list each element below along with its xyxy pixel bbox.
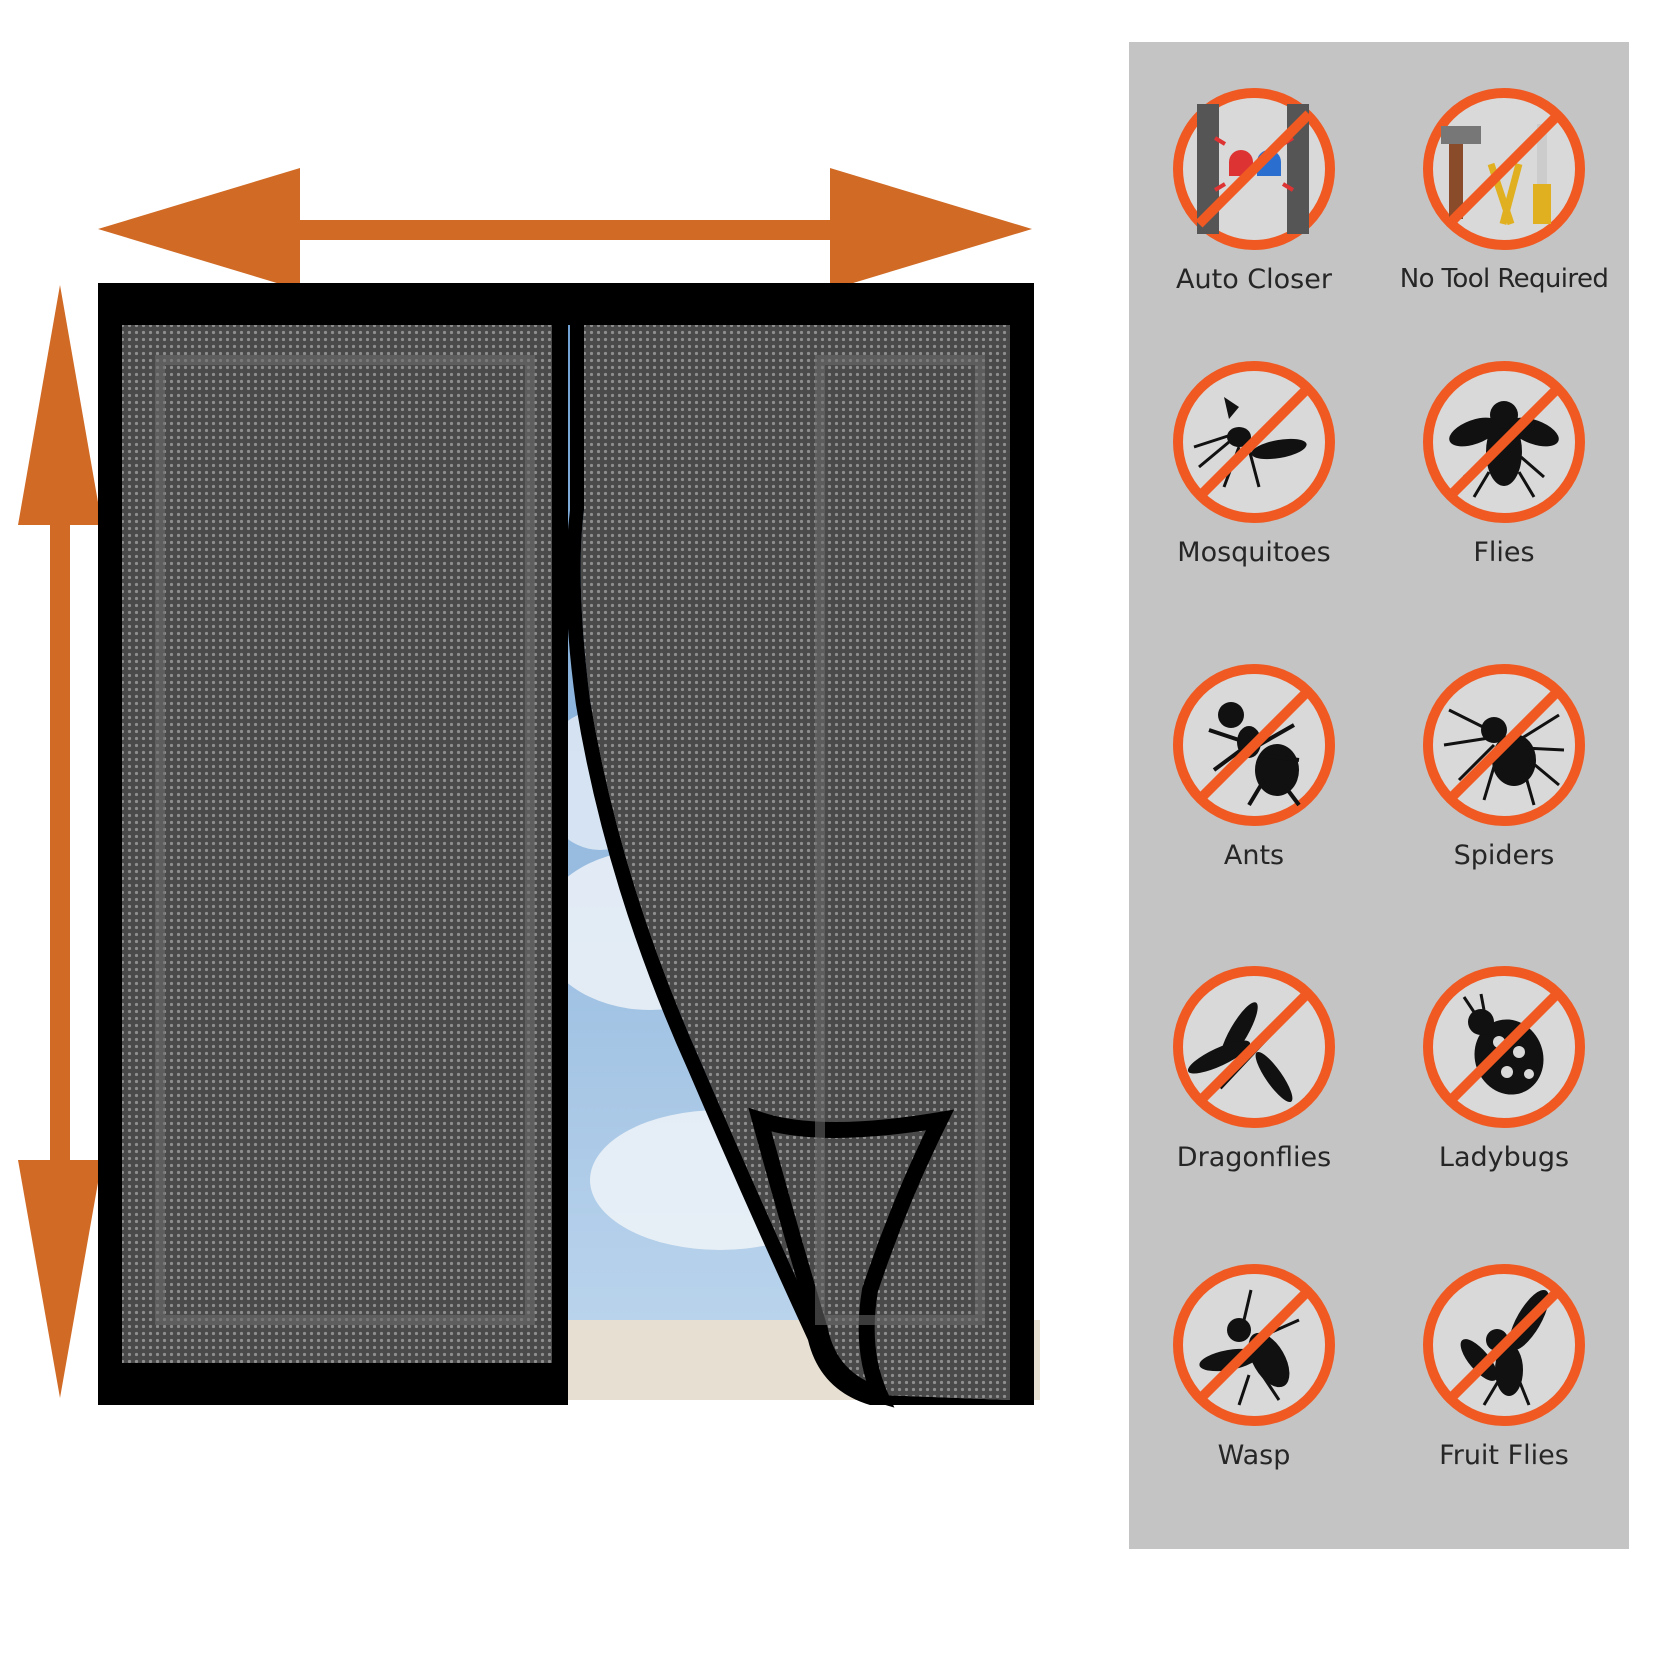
feature-auto-closer: Auto Closer xyxy=(1129,84,1379,295)
curled-flap xyxy=(748,1107,955,1408)
width-arrow xyxy=(98,168,1032,290)
feature-label: Wasp xyxy=(1217,1440,1291,1471)
dragonfly-icon xyxy=(1173,966,1335,1128)
feature-fruit-flies: Fruit Flies xyxy=(1379,1260,1629,1471)
feature-label: Mosquitoes xyxy=(1177,537,1331,568)
feature-label: Flies xyxy=(1473,537,1535,568)
feature-label: Auto Closer xyxy=(1176,264,1332,295)
ladybug-icon xyxy=(1423,966,1585,1128)
screen-door xyxy=(98,283,1040,1408)
height-arrow xyxy=(18,285,102,1398)
feature-panel: Auto Closer No Tool Required Mosquitoes xyxy=(1129,42,1629,1549)
feature-mosquitoes: Mosquitoes xyxy=(1129,357,1379,568)
feature-ladybugs: Ladybugs xyxy=(1379,962,1629,1173)
feature-label: Dragonflies xyxy=(1176,1142,1332,1173)
feature-dragonflies: Dragonflies xyxy=(1129,962,1379,1173)
feature-label: Spiders xyxy=(1453,840,1555,871)
feature-flies: Flies xyxy=(1379,357,1629,568)
fly-icon xyxy=(1423,361,1585,523)
feature-wasp: Wasp xyxy=(1129,1260,1379,1471)
feature-ants: Ants xyxy=(1129,660,1379,871)
wasp-icon xyxy=(1173,1264,1335,1426)
ant-icon xyxy=(1173,664,1335,826)
feature-label: Ladybugs xyxy=(1438,1142,1570,1173)
feature-spiders: Spiders xyxy=(1379,660,1629,871)
magnet-closer-icon xyxy=(1173,88,1335,250)
tools-icon xyxy=(1423,88,1585,250)
feature-label: Ants xyxy=(1223,840,1285,871)
spider-icon xyxy=(1423,664,1585,826)
feature-label: Fruit Flies xyxy=(1439,1440,1569,1471)
feature-no-tool-required: No Tool Required xyxy=(1379,84,1629,294)
fruit-fly-icon xyxy=(1423,1264,1585,1426)
mosquito-icon xyxy=(1173,361,1335,523)
left-mesh-panel xyxy=(122,325,552,1363)
feature-label: No Tool Required xyxy=(1399,264,1609,294)
